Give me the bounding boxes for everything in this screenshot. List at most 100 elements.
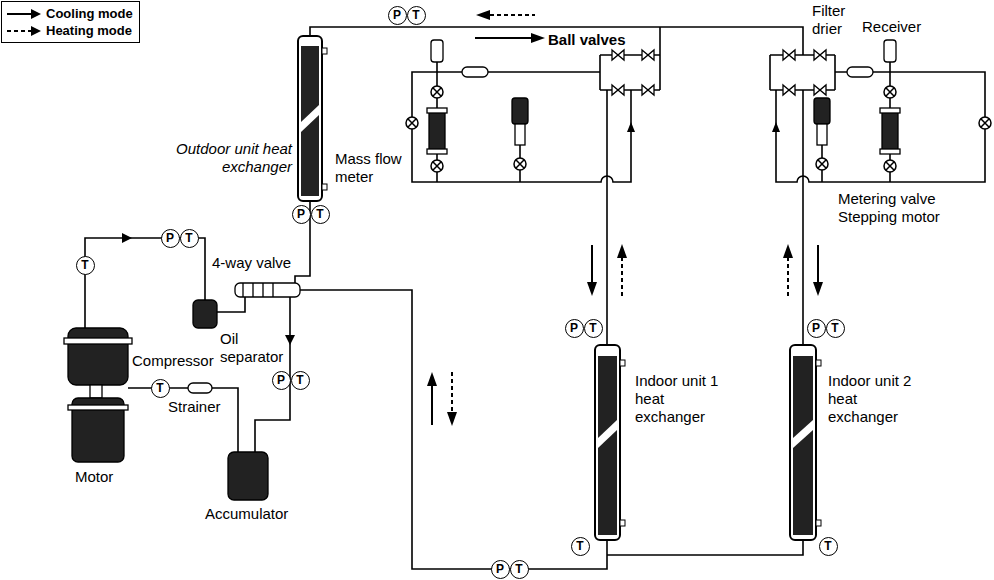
part-label: Motor: [75, 468, 113, 486]
loop-component: [880, 149, 900, 154]
hand-valve: [816, 158, 828, 170]
loop-component: [431, 40, 443, 62]
sensor-circle: T: [510, 560, 529, 579]
flow-arrow: [787, 258, 789, 296]
sensor-letter: T: [576, 540, 583, 552]
pipe: [217, 297, 245, 312]
part-label: Mass flow meter: [335, 150, 410, 186]
compressor-unit: [68, 405, 128, 410]
loop-component: [427, 108, 447, 113]
compressor-unit: [188, 383, 212, 393]
hand-valve: [406, 86, 991, 172]
sensor-letter: P: [393, 9, 401, 21]
legend-line: [7, 13, 32, 15]
pipe: [600, 55, 660, 90]
flow-arrow: [122, 10, 823, 426]
ball-valve: [783, 85, 795, 95]
sensor-letter: P: [570, 322, 578, 334]
heat-exchanger: [298, 36, 821, 540]
loop-component: [880, 108, 900, 113]
part-label: Compressor: [132, 352, 214, 370]
loop-component: [512, 98, 528, 124]
legend-box: Cooling modeHeating mode: [1, 1, 140, 43]
sensor-circle: T: [151, 379, 170, 398]
part-label: Oil separator: [220, 330, 288, 366]
heat-exchanger: [598, 356, 617, 438]
sensor-circle: P: [491, 560, 510, 579]
compressor-unit: [68, 328, 128, 385]
loop-component: [847, 67, 873, 77]
part-label: Indoor unit 1 heat exchanger: [635, 372, 735, 426]
sensor-letter: T: [185, 232, 192, 244]
sensor-letter: P: [277, 374, 285, 386]
loop-component: [817, 124, 827, 145]
sensor-circle: T: [571, 537, 590, 556]
heat-exchanger: [598, 430, 617, 535]
flow-arrow: [817, 245, 819, 283]
part-label: Ball valves: [548, 31, 626, 49]
sensor-circle: P: [292, 205, 311, 224]
loop-component: [884, 40, 896, 62]
flow-arrow: [476, 10, 490, 20]
sensor-circle: P: [565, 319, 584, 338]
loop-component: [814, 98, 830, 124]
flow-arrow: [122, 233, 132, 243]
legend-text: Heating mode: [46, 22, 132, 39]
sensor-letter: T: [515, 563, 522, 575]
flow-arrow: [772, 122, 780, 132]
hand-valve: [431, 86, 443, 98]
heat-exchanger: [793, 430, 813, 535]
sensor-letter: T: [831, 322, 838, 334]
sensor-letter: T: [589, 322, 596, 334]
legend-line: [7, 30, 32, 32]
flow-arrow: [813, 282, 823, 296]
flow-arrow: [587, 282, 597, 296]
loop-component: [882, 110, 898, 152]
flow-arrow: [591, 245, 593, 283]
heat-exchanger: [322, 48, 327, 54]
part-label: Indoor unit 2 heat exchanger: [828, 372, 928, 426]
compressor-unit: [235, 283, 300, 297]
ball-valve: [783, 50, 795, 60]
compressor-unit: [228, 452, 268, 500]
ball-valve: [612, 50, 826, 95]
legend-row: Heating mode: [6, 22, 133, 39]
legend-text: Cooling mode: [46, 5, 133, 22]
pipe: [85, 27, 985, 569]
heat-exchanger: [793, 356, 813, 438]
pipe: [128, 388, 238, 452]
sensor-circle: T: [180, 229, 199, 248]
hand-valve: [884, 86, 896, 98]
pipe: [776, 72, 985, 182]
sensor-circle: T: [311, 205, 330, 224]
sensor-circle: P: [161, 229, 180, 248]
sensor-circle: P: [272, 371, 291, 390]
sensor-circle: T: [76, 256, 95, 275]
heat-exchanger: [620, 520, 625, 526]
sensor-letter: P: [166, 232, 174, 244]
pipe: [607, 540, 803, 555]
flow-arrow: [783, 244, 793, 258]
part-label: Strainer: [168, 398, 221, 416]
pipe: [85, 238, 205, 328]
pipe: [412, 72, 631, 182]
heat-exchanger: [301, 115, 319, 196]
sensor-letter: P: [496, 563, 504, 575]
heat-exchanger: [816, 360, 821, 366]
sensor-letter: T: [296, 374, 303, 386]
flow-arrow: [621, 258, 623, 296]
loop-component: [427, 149, 447, 154]
flow-arrow: [490, 14, 535, 16]
sensor-letter: P: [297, 208, 305, 220]
heat-exchanger: [595, 345, 620, 540]
sensor-letter: T: [81, 259, 88, 271]
legend-sample: [6, 8, 42, 20]
pipe: [300, 290, 607, 569]
pipe: [770, 55, 835, 90]
compressor-unit: [64, 283, 300, 500]
hand-valve: [514, 158, 526, 170]
loop-component: [429, 110, 445, 152]
hand-valve: [406, 117, 418, 129]
